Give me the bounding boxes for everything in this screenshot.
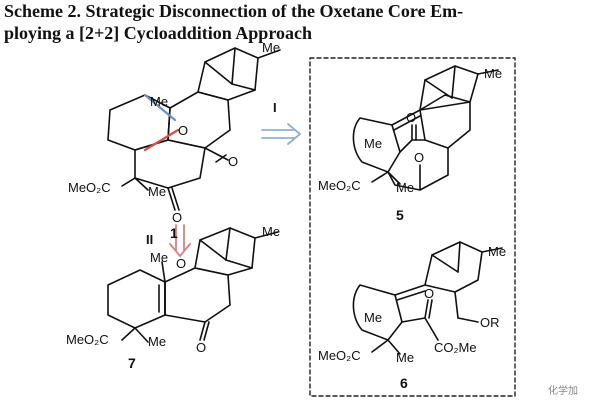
retro-arrow-I bbox=[261, 123, 301, 145]
compound-1-oxygen: O bbox=[178, 123, 188, 138]
compound-7-ester: MeO₂C bbox=[66, 332, 109, 347]
compound-7-me-bottom: Me bbox=[148, 334, 166, 349]
compound-5-me-mid: Me bbox=[364, 136, 382, 151]
watermark: 化学加 bbox=[548, 384, 578, 397]
compound-5-me-top: Me bbox=[484, 66, 502, 81]
compound-6-me-mid: Me bbox=[364, 310, 382, 325]
step-label-II: II bbox=[146, 232, 153, 247]
product-dashed-box bbox=[309, 57, 516, 397]
compound-6-ketone: O bbox=[424, 286, 434, 301]
compound-7-number: 7 bbox=[128, 355, 136, 371]
compound-6-ester: MeO₂C bbox=[318, 348, 361, 363]
compound-6-ester-2: CO₂Me bbox=[434, 340, 477, 355]
compound-1-blue-bond bbox=[143, 93, 177, 122]
scheme-title-line-2: ploying a [2+2] Cycloaddition Approach bbox=[4, 23, 312, 43]
scheme-title: Scheme 2. Strategic Disconnection of the… bbox=[4, 0, 596, 44]
compound-7-ketone-1: O bbox=[176, 256, 186, 271]
compound-7-me-top: Me bbox=[262, 224, 280, 239]
compound-1-structure bbox=[107, 47, 281, 211]
compound-6-ether: OR bbox=[480, 315, 500, 330]
compound-5-ester: MeO₂C bbox=[318, 178, 361, 193]
compound-1-me-axial: Me bbox=[150, 94, 168, 109]
compound-5-number: 5 bbox=[396, 207, 404, 223]
compound-6-structure bbox=[352, 241, 503, 355]
compound-5-me-bottom: Me bbox=[396, 180, 414, 195]
compound-6-me-bottom: Me bbox=[396, 350, 414, 365]
compound-7-me-mid: Me bbox=[150, 250, 168, 265]
step-label-I: I bbox=[273, 100, 277, 115]
compound-5-ketone-1: O bbox=[406, 110, 416, 125]
compound-1-number: 1 bbox=[170, 225, 178, 241]
compound-6-number: 6 bbox=[400, 375, 408, 391]
compound-1-ketone-1: O bbox=[228, 154, 238, 169]
compound-5-ketone-2: O bbox=[414, 150, 424, 165]
compound-1-ketone-2: O bbox=[172, 210, 182, 225]
retro-arrow-II bbox=[169, 224, 191, 257]
compound-7-structure bbox=[107, 227, 279, 343]
compound-1-ester: MeO₂C bbox=[68, 180, 111, 195]
compound-1-me-bottom: Me bbox=[148, 184, 166, 199]
compound-6-me-top: Me bbox=[488, 244, 506, 259]
compound-5-structure bbox=[352, 65, 499, 191]
scheme-title-line-1: Scheme 2. Strategic Disconnection of the… bbox=[4, 1, 464, 21]
compound-7-ketone-2: O bbox=[196, 340, 206, 355]
compound-1-red-bond bbox=[143, 128, 180, 152]
compound-1-me-top: Me bbox=[262, 40, 280, 55]
